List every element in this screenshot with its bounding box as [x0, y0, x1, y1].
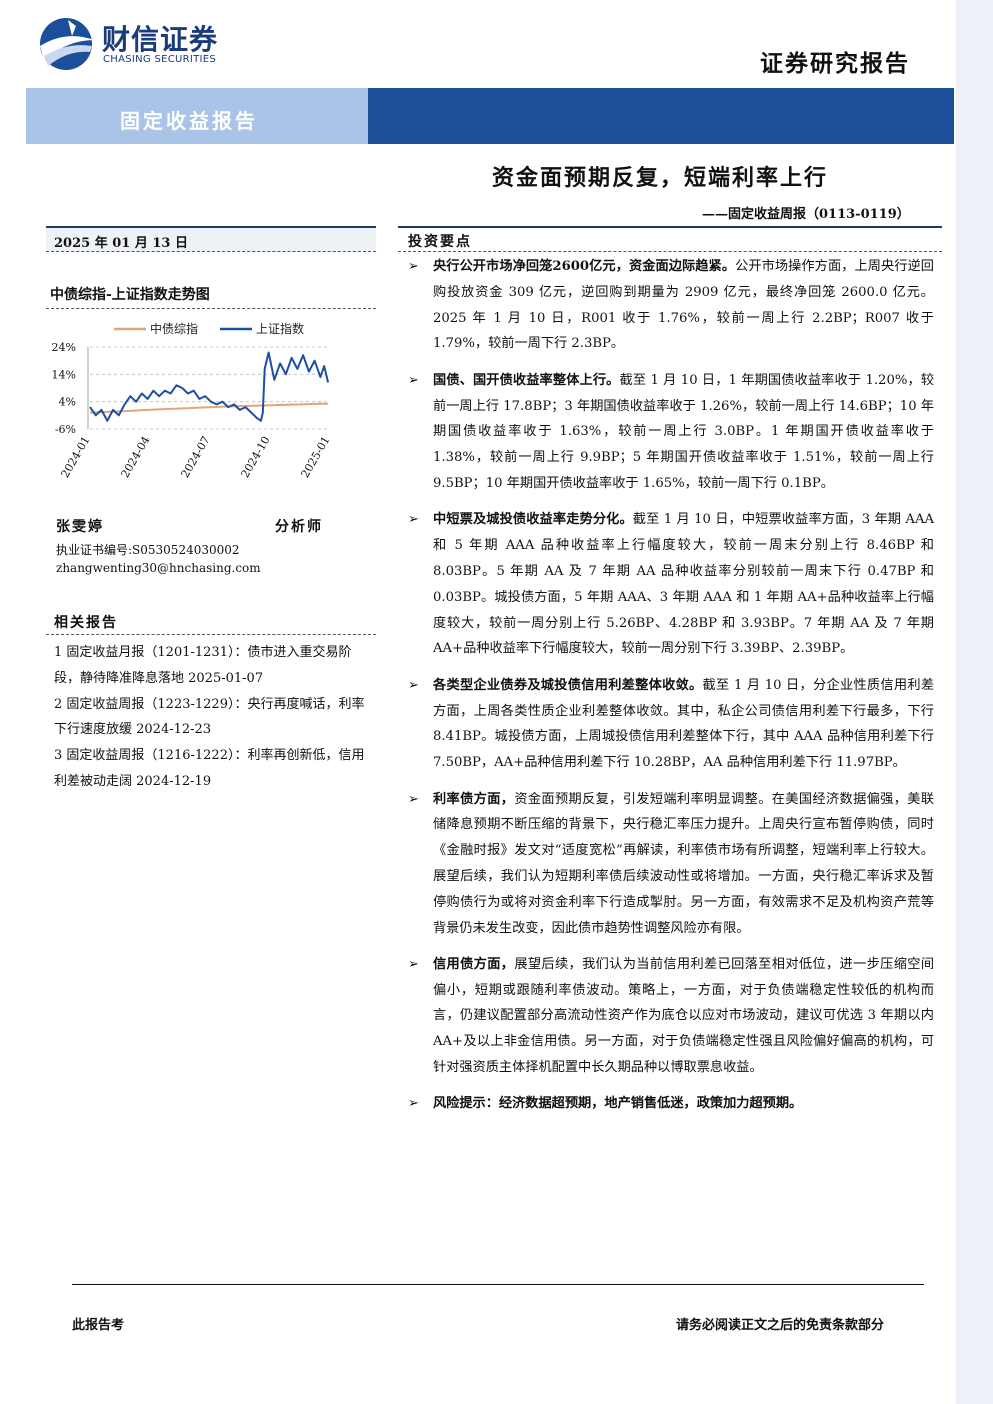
x-tick-label: 2024-04 [118, 434, 152, 480]
investment-heading-box [398, 226, 942, 252]
key-point-heading: 信用债方面， [433, 956, 515, 972]
key-point-body: 公开市场操作方面，上周央行逆回购投放资金 309 亿元，逆回购到期量为 2909… [433, 259, 934, 352]
x-tick-label: 2024-10 [238, 434, 272, 480]
related-report-item[interactable]: 3 固定收益周报（1216-1222）：利率再创新低，信用利差被动走阔 2024… [54, 748, 365, 789]
analyst-name: 张雯婷 [56, 519, 104, 535]
arrow-bullet-icon: ➢ [408, 677, 419, 693]
report-type-label: 证券研究报告 [760, 50, 910, 77]
footer-disclaimer-note: 请务必阅读正文之后的免责条款部分 [676, 1318, 885, 1333]
key-point-heading: 各类型企业债券及城投债信用利差整体收敛。 [433, 677, 703, 693]
key-point-heading: 央行公开市场净回笼2600亿元，资金面边际趋紧。 [433, 259, 736, 274]
key-point: ➢ 央行公开市场净回笼2600亿元，资金面边际趋紧。公开市场操作方面，上周央行逆回… [400, 254, 934, 357]
arrow-bullet-icon: ➢ [408, 259, 419, 274]
arrow-bullet-icon: ➢ [408, 372, 419, 388]
investment-points: ➢ 央行公开市场净回笼2600亿元，资金面边际趋紧。公开市场操作方面，上周央行逆回… [400, 254, 934, 1128]
chart-x-axis: 2024-01 2024-04 2024-07 2024-10 2025-01 [58, 434, 332, 480]
arrow-bullet-icon: ➢ [408, 791, 419, 807]
key-point-body: 资金面预期反复，引发短端利率明显调整。在美国经济数据偏强，美联储降息预期不断压缩… [433, 791, 935, 936]
analyst-cert-number: 执业证书编号:S0530524030002 [56, 543, 240, 557]
related-report-item[interactable]: 1 固定收益月报（1201-1231）：债市进入重交易阶段，静待降准降息落地 2… [54, 645, 352, 686]
key-point: ➢ 中短票及城投债收益率走势分化。截至 1 月 10 日，中短票收益率方面，3 年… [400, 507, 934, 662]
key-point: ➢ 各类型企业债券及城投债信用利差整体收敛。截至 1 月 10 日，分企业性质信用… [400, 673, 934, 776]
analyst-email[interactable]: zhangwenting30@hnchasing.com [56, 561, 261, 575]
date-box [46, 226, 376, 252]
chart-title: 中债综指-上证指数走势图 [50, 287, 210, 303]
key-point-heading: 风险提示：经济数据超预期，地产销售低迷，政策加力超预期。 [433, 1096, 803, 1112]
right-margin-strip [956, 0, 993, 1404]
legend-label: 上证指数 [256, 321, 304, 336]
key-point-body: 展望后续，我们认为当前信用利差已回落至相对低位，进一步压缩空间偏小，短期或跟随利… [433, 956, 935, 1076]
related-reports-heading: 相关报告 [54, 615, 118, 631]
key-point: ➢ 信用债方面，展望后续，我们认为当前信用利差已回落至相对低位，进一步压缩空间偏小… [400, 952, 934, 1081]
key-point-body: 截至 1 月 10 日，中短票收益率方面，3 年期 AAA 和 5 年期 AAA… [433, 512, 934, 657]
related-report-item[interactable]: 2 固定收益周报（1223-1229）：央行再度喊话，利率下行速度放缓 2024… [54, 696, 365, 738]
related-divider [46, 634, 376, 635]
key-point: ➢ 国债、国开债收益率整体上行。截至 1 月 10 日，1 年期国债收益率收于 1… [400, 368, 934, 497]
chart-series [89, 351, 330, 422]
y-tick-label: 24% [52, 341, 76, 354]
company-logo: 财信证券 CHASING SECURITIES [38, 16, 238, 72]
legend-label: 中债综指 [150, 321, 198, 336]
footer-divider [72, 1284, 924, 1285]
chart-y-axis: 24% 14% 4% -6% [52, 341, 89, 436]
key-point-body: 截至 1 月 10 日，1 年期国债收益率收于 1.20%，较前一周上行 17.… [433, 372, 935, 491]
key-point: ➢ 利率债方面，资金面预期反复，引发短端利率明显调整。在美国经济数据偏强，美联储降… [400, 787, 934, 942]
logo-english-name: CHASING SECURITIES [103, 54, 217, 65]
logo-mark-icon [40, 18, 94, 70]
banner-left [26, 88, 368, 144]
series-line-上证指数 [89, 351, 330, 422]
key-point-body: 截至 1 月 10 日，分企业性质信用利差方面，上周各类性质企业利差整体收敛。其… [433, 677, 935, 771]
series-line-中债综指 [89, 402, 329, 414]
footer-left-note: 此报告考 [72, 1318, 125, 1333]
x-tick-label: 2025-01 [298, 434, 332, 480]
banner-title: 固定收益报告 [120, 109, 258, 133]
related-reports-list: 1 固定收益月报（1201-1231）：债市进入重交易阶段，静待降准降息落地 2… [54, 640, 374, 795]
logo-chinese-name: 财信证券 [102, 23, 219, 56]
key-point: ➢ 风险提示：经济数据超预期，地产销售低迷，政策加力超预期。 [400, 1091, 934, 1117]
y-tick-label: 14% [52, 368, 76, 381]
analyst-title: 分析师 [275, 519, 323, 535]
arrow-bullet-icon: ➢ [408, 1096, 419, 1112]
x-tick-label: 2024-01 [58, 434, 92, 480]
chart-divider [46, 308, 376, 309]
report-subtitle: ——固定收益周报（0113-0119） [702, 207, 910, 222]
report-title: 资金面预期反复，短端利率上行 [492, 165, 829, 191]
arrow-bullet-icon: ➢ [408, 956, 419, 972]
key-point-heading: 利率债方面， [433, 791, 515, 807]
chart-grid [90, 346, 330, 430]
key-point-heading: 中短票及城投债收益率走势分化。 [433, 512, 633, 528]
y-tick-label: -6% [55, 423, 76, 436]
report-date: 2025 年 01 月 13 日 [54, 236, 188, 251]
x-tick-label: 2024-07 [178, 434, 212, 480]
chart-legend: 中债综指 上证指数 [114, 321, 304, 336]
investment-heading: 投资要点 [408, 234, 472, 250]
arrow-bullet-icon: ➢ [408, 512, 419, 528]
y-tick-label: 4% [59, 396, 76, 409]
key-point-heading: 国债、国开债收益率整体上行。 [433, 372, 620, 388]
banner-right [368, 88, 954, 144]
